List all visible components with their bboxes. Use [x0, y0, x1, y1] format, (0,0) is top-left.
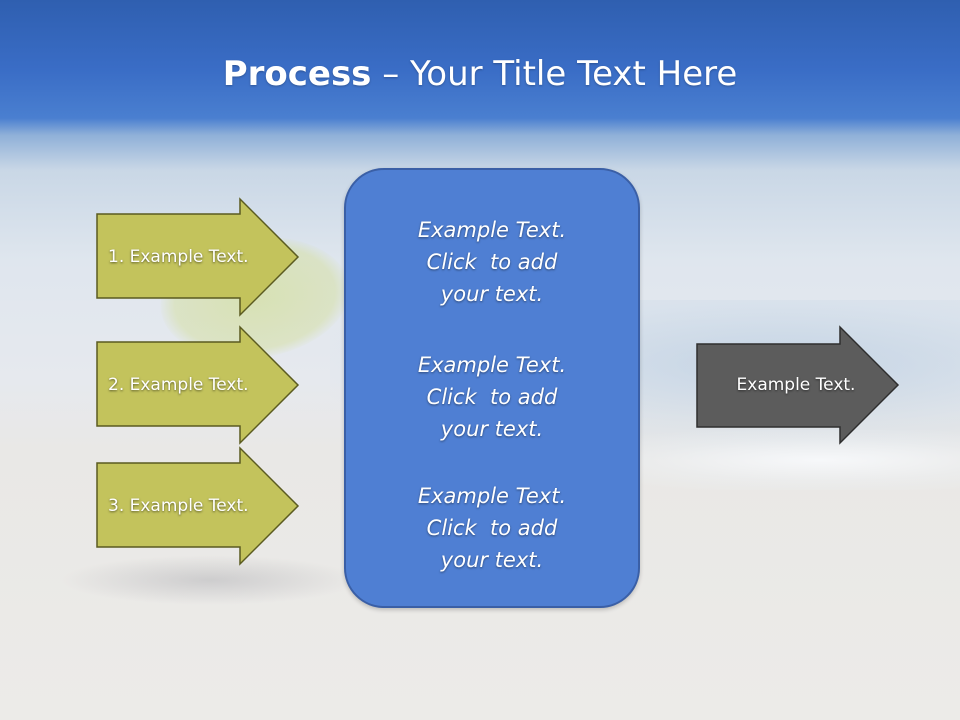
- center-paragraph-2: Example Text. Click to add your text.: [346, 349, 638, 445]
- title-rest: – Your Title Text Here: [371, 54, 738, 94]
- step-arrow-1[interactable]: 1. Example Text.: [96, 197, 300, 317]
- center-paragraph-1-line-3: your text.: [440, 282, 544, 306]
- title-bold: Process: [222, 54, 372, 94]
- step-arrow-1-label: 1. Example Text.: [108, 247, 249, 267]
- step-arrow-1-shape: [96, 197, 300, 317]
- center-process-box[interactable]: Example Text. Click to add your text. Ex…: [344, 168, 640, 608]
- center-paragraph-2-line-3: your text.: [440, 417, 544, 441]
- output-arrow[interactable]: Example Text.: [696, 325, 900, 445]
- slide-title[interactable]: Process – Your Title Text Here: [0, 52, 960, 96]
- center-paragraph-1-line-1: Example Text.: [417, 218, 567, 242]
- center-paragraph-2-line-2: Click to add: [426, 385, 558, 409]
- step-arrow-2-label: 2. Example Text.: [108, 375, 249, 395]
- center-paragraph-3: Example Text. Click to add your text.: [346, 480, 638, 576]
- step-arrow-3-label: 3. Example Text.: [108, 496, 249, 516]
- step-arrow-3-shape: [96, 446, 300, 566]
- output-arrow-shape: [696, 325, 900, 445]
- step-arrow-3[interactable]: 3. Example Text.: [96, 446, 300, 566]
- step-arrow-2-shape: [96, 325, 300, 445]
- center-paragraph-1: Example Text. Click to add your text.: [346, 214, 638, 310]
- center-paragraph-3-line-2: Click to add: [426, 516, 558, 540]
- output-arrow-label: Example Text.: [736, 375, 856, 395]
- step-arrow-2[interactable]: 2. Example Text.: [96, 325, 300, 445]
- center-paragraph-3-line-1: Example Text.: [417, 484, 567, 508]
- center-paragraph-1-line-2: Click to add: [426, 250, 558, 274]
- center-paragraph-2-line-1: Example Text.: [417, 353, 567, 377]
- center-paragraph-3-line-3: your text.: [440, 548, 544, 572]
